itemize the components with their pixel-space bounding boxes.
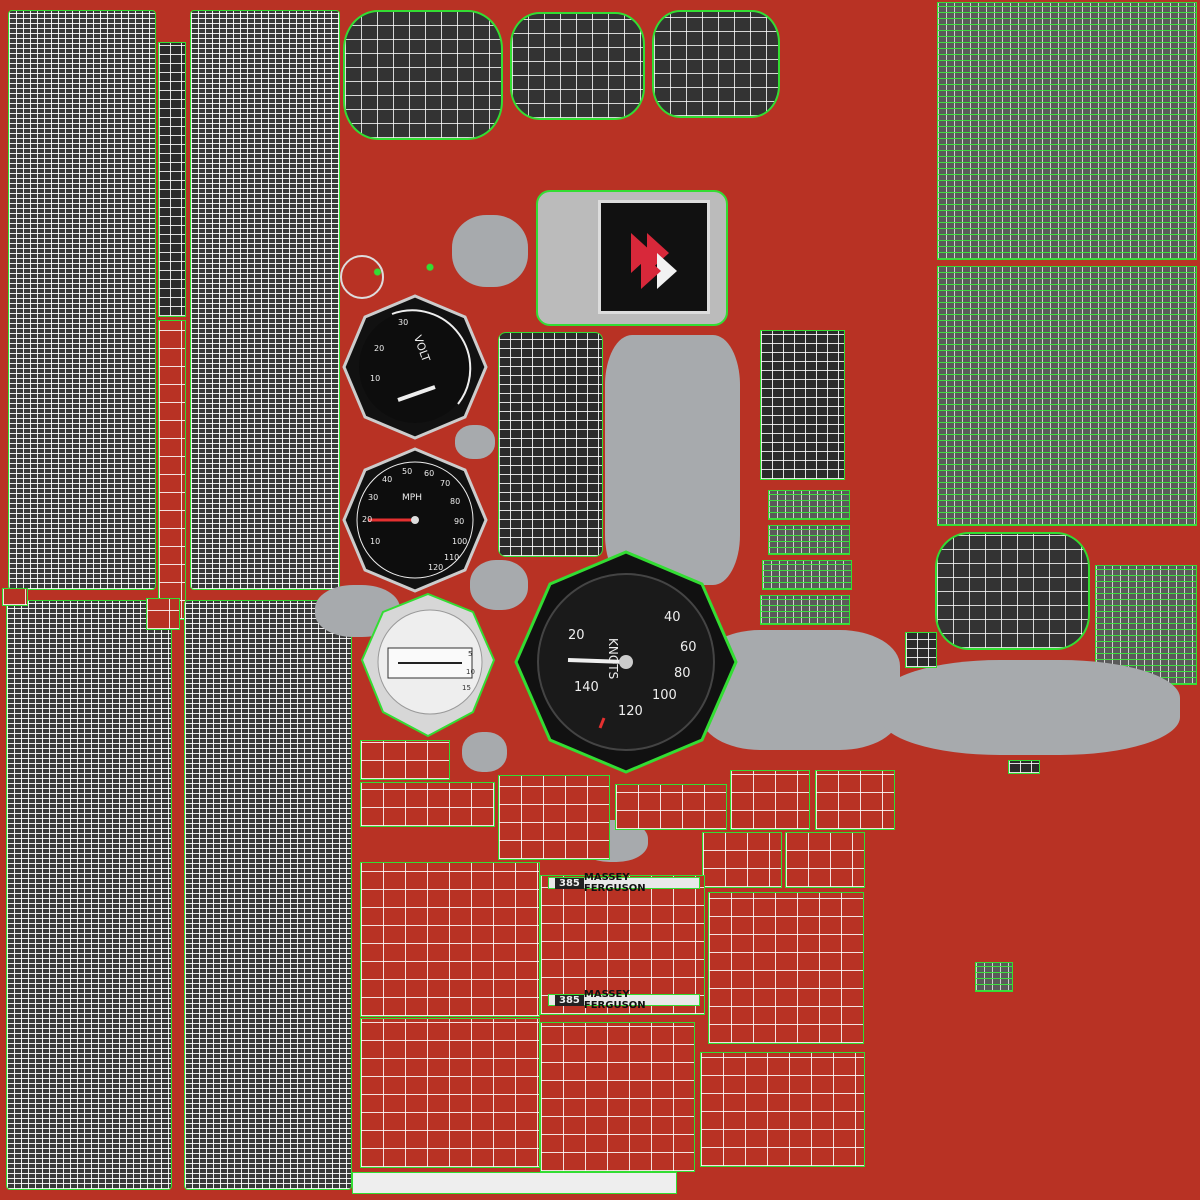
mph-tick-120: 120 xyxy=(428,563,444,572)
gray-blob-6 xyxy=(700,630,900,750)
decal-strip-bottom: 385 MASSEY FERGUSON xyxy=(548,989,700,1011)
hood-panel-1 xyxy=(360,740,450,780)
tiny-part-4 xyxy=(905,632,937,668)
fender-panel-3 xyxy=(700,1052,865,1167)
knots-tick-80: 80 xyxy=(674,666,691,681)
gray-blob-7 xyxy=(880,660,1180,755)
decal-brand-top: MASSEY FERGUSON xyxy=(583,872,646,894)
fender-panel-1 xyxy=(360,1018,540,1168)
knots-gauge: KNOTS 20 40 60 80 100 120 140 xyxy=(512,548,740,776)
gray-blob-4 xyxy=(470,560,528,610)
grille-part-3 xyxy=(762,560,852,590)
mph-tick-60: 60 xyxy=(424,469,435,478)
knots-tick-60: 60 xyxy=(680,640,697,655)
tire-tread-strip-1 xyxy=(8,10,156,590)
mph-tick-70: 70 xyxy=(440,479,451,488)
mph-tick-80: 80 xyxy=(450,497,461,506)
mph-tick-40: 40 xyxy=(382,475,393,484)
logo-badge xyxy=(598,200,710,314)
mph-gauge: MPH 10 20 30 40 50 60 70 80 90 100 110 1… xyxy=(340,445,490,595)
bottom-strip xyxy=(352,1172,677,1194)
tire-tread-strip-3 xyxy=(6,600,172,1190)
knots-tick-20: 20 xyxy=(568,628,585,643)
seat-pad-1 xyxy=(343,10,503,140)
hex-nut-icon xyxy=(340,255,384,299)
tiny-part-3 xyxy=(146,598,180,630)
triple-triangle-logo-icon xyxy=(631,233,677,289)
mph-tick-110: 110 xyxy=(444,553,460,562)
grille-part-2 xyxy=(768,525,850,555)
dash-panel xyxy=(498,332,603,557)
knots-tick-140: 140 xyxy=(574,680,599,695)
mph-tick-30: 30 xyxy=(368,493,379,502)
seat-pad-4 xyxy=(935,532,1090,650)
knots-tick-100: 100 xyxy=(652,688,677,703)
hood-panel-5 xyxy=(730,770,810,830)
side-panel-left xyxy=(360,862,540,1017)
gray-blob-2 xyxy=(605,335,740,585)
knots-tick-40: 40 xyxy=(664,610,681,625)
attitude-gauge: 5 10 15 xyxy=(358,590,498,740)
knots-tick-120: 120 xyxy=(618,704,643,719)
attitude-tick-10: 10 xyxy=(466,668,475,676)
volt-tick-10: 10 xyxy=(370,374,381,383)
attitude-tick-15: 15 xyxy=(462,684,471,692)
mph-tick-50: 50 xyxy=(402,467,413,476)
hood-panel-2 xyxy=(360,782,495,827)
mph-tick-100: 100 xyxy=(452,537,468,546)
detail-atlas-middle xyxy=(937,266,1197,526)
exhaust-pipe-strip xyxy=(158,42,186,317)
decal-number-bottom: 385 xyxy=(555,994,584,1006)
hood-panel-3 xyxy=(498,775,610,860)
small-red-strip xyxy=(158,320,186,620)
part-cluster xyxy=(760,330,845,480)
mph-unit-label: MPH xyxy=(402,493,422,503)
volt-tick-30: 30 xyxy=(398,318,409,327)
tire-tread-strip-4 xyxy=(184,600,352,1190)
hood-top-panel xyxy=(540,875,705,1015)
volt-gauge: VOLT 10 20 30 xyxy=(340,292,490,442)
grille-frame-1 xyxy=(702,832,782,888)
seat-pad-2 xyxy=(510,12,645,120)
mph-tick-90: 90 xyxy=(454,517,465,526)
attitude-tick-5: 5 xyxy=(468,650,473,658)
tiny-part-2 xyxy=(2,588,28,606)
mph-tick-10: 10 xyxy=(370,537,381,546)
gray-blob-8 xyxy=(462,732,507,772)
hood-panel-4 xyxy=(615,784,727,830)
mph-tick-20: 20 xyxy=(362,515,373,524)
detail-atlas-top xyxy=(937,2,1197,260)
seat-pad-3 xyxy=(652,10,780,118)
grille-part-4 xyxy=(760,595,850,625)
decal-number-top: 385 xyxy=(555,877,584,889)
grille-frame-2 xyxy=(785,832,865,888)
knots-unit-label: KNOTS xyxy=(606,638,620,680)
side-panel-right xyxy=(708,892,864,1044)
decal-strip-top: 385 MASSEY FERGUSON xyxy=(548,872,700,894)
gray-blob-3 xyxy=(455,425,495,459)
tiny-part-5 xyxy=(1008,760,1040,774)
hood-panel-6 xyxy=(815,770,895,830)
volt-tick-20: 20 xyxy=(374,344,385,353)
tire-tread-strip-2 xyxy=(190,10,340,590)
fender-panel-2 xyxy=(540,1022,695,1172)
decal-brand-bottom: MASSEY FERGUSON xyxy=(583,989,646,1011)
grille-part-1 xyxy=(768,490,850,520)
tiny-part-1 xyxy=(975,962,1013,992)
